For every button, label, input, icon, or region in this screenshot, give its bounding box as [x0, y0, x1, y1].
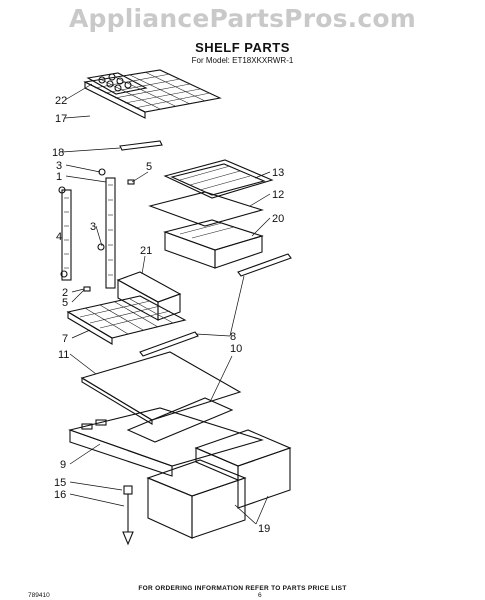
shelf-ladder-left-4[interactable]: [61, 189, 72, 281]
model-subtitle: For Model: ET18XKXRWR-1: [191, 56, 294, 65]
wire-shelf-7[interactable]: [66, 295, 187, 345]
crisper-drawer-left-19[interactable]: [146, 459, 247, 539]
shelf-frame-12[interactable]: [148, 191, 264, 227]
crisper-drawer-right-19[interactable]: [194, 429, 292, 509]
shelf-trim-18[interactable]: [119, 140, 163, 151]
shelf-ladder-right-1[interactable]: [105, 177, 116, 289]
ordering-info-footer: FOR ORDERING INFORMATION REFER TO PARTS …: [138, 585, 347, 592]
callout-12: 12: [272, 189, 284, 201]
callout-21: 21: [140, 245, 152, 257]
callout-20: 20: [272, 213, 284, 225]
callout-3-lower: 3: [90, 221, 96, 233]
callout-3: 3: [56, 160, 62, 172]
callout-9: 9: [60, 459, 66, 471]
callout-13: 13: [272, 167, 284, 179]
callout-10: 10: [230, 343, 242, 355]
callout-18: 18: [52, 147, 64, 159]
callout-22: 22: [55, 95, 67, 107]
glass-shelf-13[interactable]: [163, 159, 274, 199]
callout-5: 5: [146, 161, 152, 173]
callout-5-lower: 5: [62, 297, 68, 309]
callout-7: 7: [62, 333, 68, 345]
cover-frame-10[interactable]: [126, 397, 234, 443]
crisper-drawer-20[interactable]: [163, 219, 264, 269]
callout-2: 2: [62, 287, 68, 299]
shelf-trim-8[interactable]: [139, 331, 199, 357]
leader-lines: [61, 83, 271, 525]
callout-1: 1: [56, 171, 62, 183]
shelf-trim-right[interactable]: [237, 253, 292, 277]
leveling-post-15-16[interactable]: [122, 485, 134, 546]
callout-8: 8: [230, 331, 236, 343]
callout-17: 17: [55, 113, 67, 125]
callout-4: 4: [56, 231, 62, 243]
callout-11: 11: [58, 349, 69, 361]
watermark: AppliancePartsPros.com: [68, 4, 417, 33]
document-number: 789410: [28, 592, 50, 599]
crisper-housing-9[interactable]: [68, 407, 264, 477]
page-title: SHELF PARTS: [195, 40, 290, 55]
callout-19: 19: [258, 523, 270, 535]
top-wire-shelf[interactable]: [83, 69, 222, 119]
callout-15: 15: [54, 477, 66, 489]
egg-tray[interactable]: [86, 72, 148, 95]
page-number: 6: [258, 592, 262, 599]
ladder-clips[interactable]: [58, 168, 135, 292]
callout-16: 16: [54, 489, 66, 501]
crisper-cover-11[interactable]: [80, 351, 242, 425]
